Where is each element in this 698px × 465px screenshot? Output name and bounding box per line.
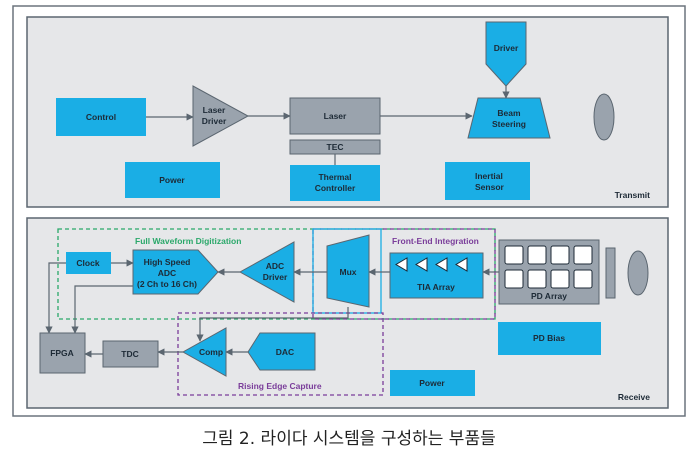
svg-text:Controller: Controller — [315, 183, 356, 193]
svg-text:Driver: Driver — [202, 116, 227, 126]
svg-text:DAC: DAC — [276, 347, 294, 357]
svg-text:PD Array: PD Array — [531, 291, 567, 301]
tx-lens-icon — [593, 93, 615, 141]
svg-text:High Speed: High Speed — [144, 257, 191, 267]
fpga-block: FPGA — [39, 332, 86, 374]
receive-label: Receive — [618, 392, 650, 402]
optical-filter-icon — [605, 247, 616, 299]
beam-steering-block: Beam Steering — [467, 97, 551, 139]
tia-array-block: TIA Array — [389, 252, 484, 299]
svg-text:Beam: Beam — [497, 108, 521, 118]
transmit-connections — [146, 86, 510, 165]
svg-text:Comp: Comp — [199, 347, 223, 357]
svg-text:Driver: Driver — [263, 272, 288, 282]
photodiode-cells — [504, 245, 593, 289]
svg-text:PD Bias: PD Bias — [533, 333, 565, 343]
svg-text:Inertial: Inertial — [475, 171, 503, 181]
full-waveform-label: Full Waveform Digitization — [135, 236, 241, 246]
svg-text:Steering: Steering — [492, 119, 526, 129]
control-block: Control — [56, 98, 146, 136]
front-end-label: Front-End Integration — [392, 236, 479, 246]
power-tx-block: Power — [125, 162, 220, 198]
svg-text:Control: Control — [86, 112, 116, 122]
thermal-controller-block: Thermal Controller — [290, 165, 380, 201]
svg-text:Power: Power — [419, 378, 445, 388]
transmit-label: Transmit — [615, 190, 651, 200]
pd-bias-block: PD Bias — [498, 322, 601, 355]
svg-text:Mux: Mux — [340, 267, 357, 277]
mux-block: Mux — [326, 234, 370, 308]
svg-text:ADC: ADC — [266, 261, 284, 271]
svg-text:Laser: Laser — [324, 111, 347, 121]
figure-caption: 그림 2. 라이다 시스템을 구성하는 부품들 — [202, 429, 496, 449]
inertial-sensor-block: Inertial Sensor — [445, 162, 530, 200]
rising-edge-label: Rising Edge Capture — [238, 381, 322, 391]
svg-text:ADC: ADC — [158, 268, 176, 278]
svg-text:TDC: TDC — [121, 349, 138, 359]
driver-top-block: Driver — [485, 21, 527, 87]
power-rx-block: Power — [390, 370, 475, 396]
svg-text:TIA Array: TIA Array — [417, 282, 455, 292]
svg-text:TEC: TEC — [327, 142, 344, 152]
rx-lens-icon — [627, 250, 649, 296]
rising-edge-region — [177, 312, 384, 396]
laser-block: Laser — [289, 97, 381, 135]
svg-text:Laser: Laser — [203, 105, 226, 115]
tia-amplifier-icons — [395, 257, 468, 272]
tec-block: TEC — [289, 139, 381, 155]
dac-block: DAC — [247, 332, 316, 371]
svg-text:FPGA: FPGA — [50, 348, 74, 358]
svg-text:(2 Ch to 16 Ch): (2 Ch to 16 Ch) — [137, 279, 197, 289]
svg-text:Thermal: Thermal — [318, 172, 351, 182]
receive-connections — [45, 259, 499, 358]
svg-text:Driver: Driver — [494, 43, 519, 53]
clock-block: Clock — [66, 252, 111, 274]
svg-text:Power: Power — [159, 175, 185, 185]
svg-text:Sensor: Sensor — [475, 182, 505, 192]
pd-array-block: PD Array — [498, 239, 600, 305]
full-waveform-region — [57, 228, 496, 320]
svg-text:Clock: Clock — [76, 258, 99, 268]
tdc-block: TDC — [102, 340, 159, 368]
adc-block: High Speed ADC (2 Ch to 16 Ch) — [132, 249, 219, 295]
